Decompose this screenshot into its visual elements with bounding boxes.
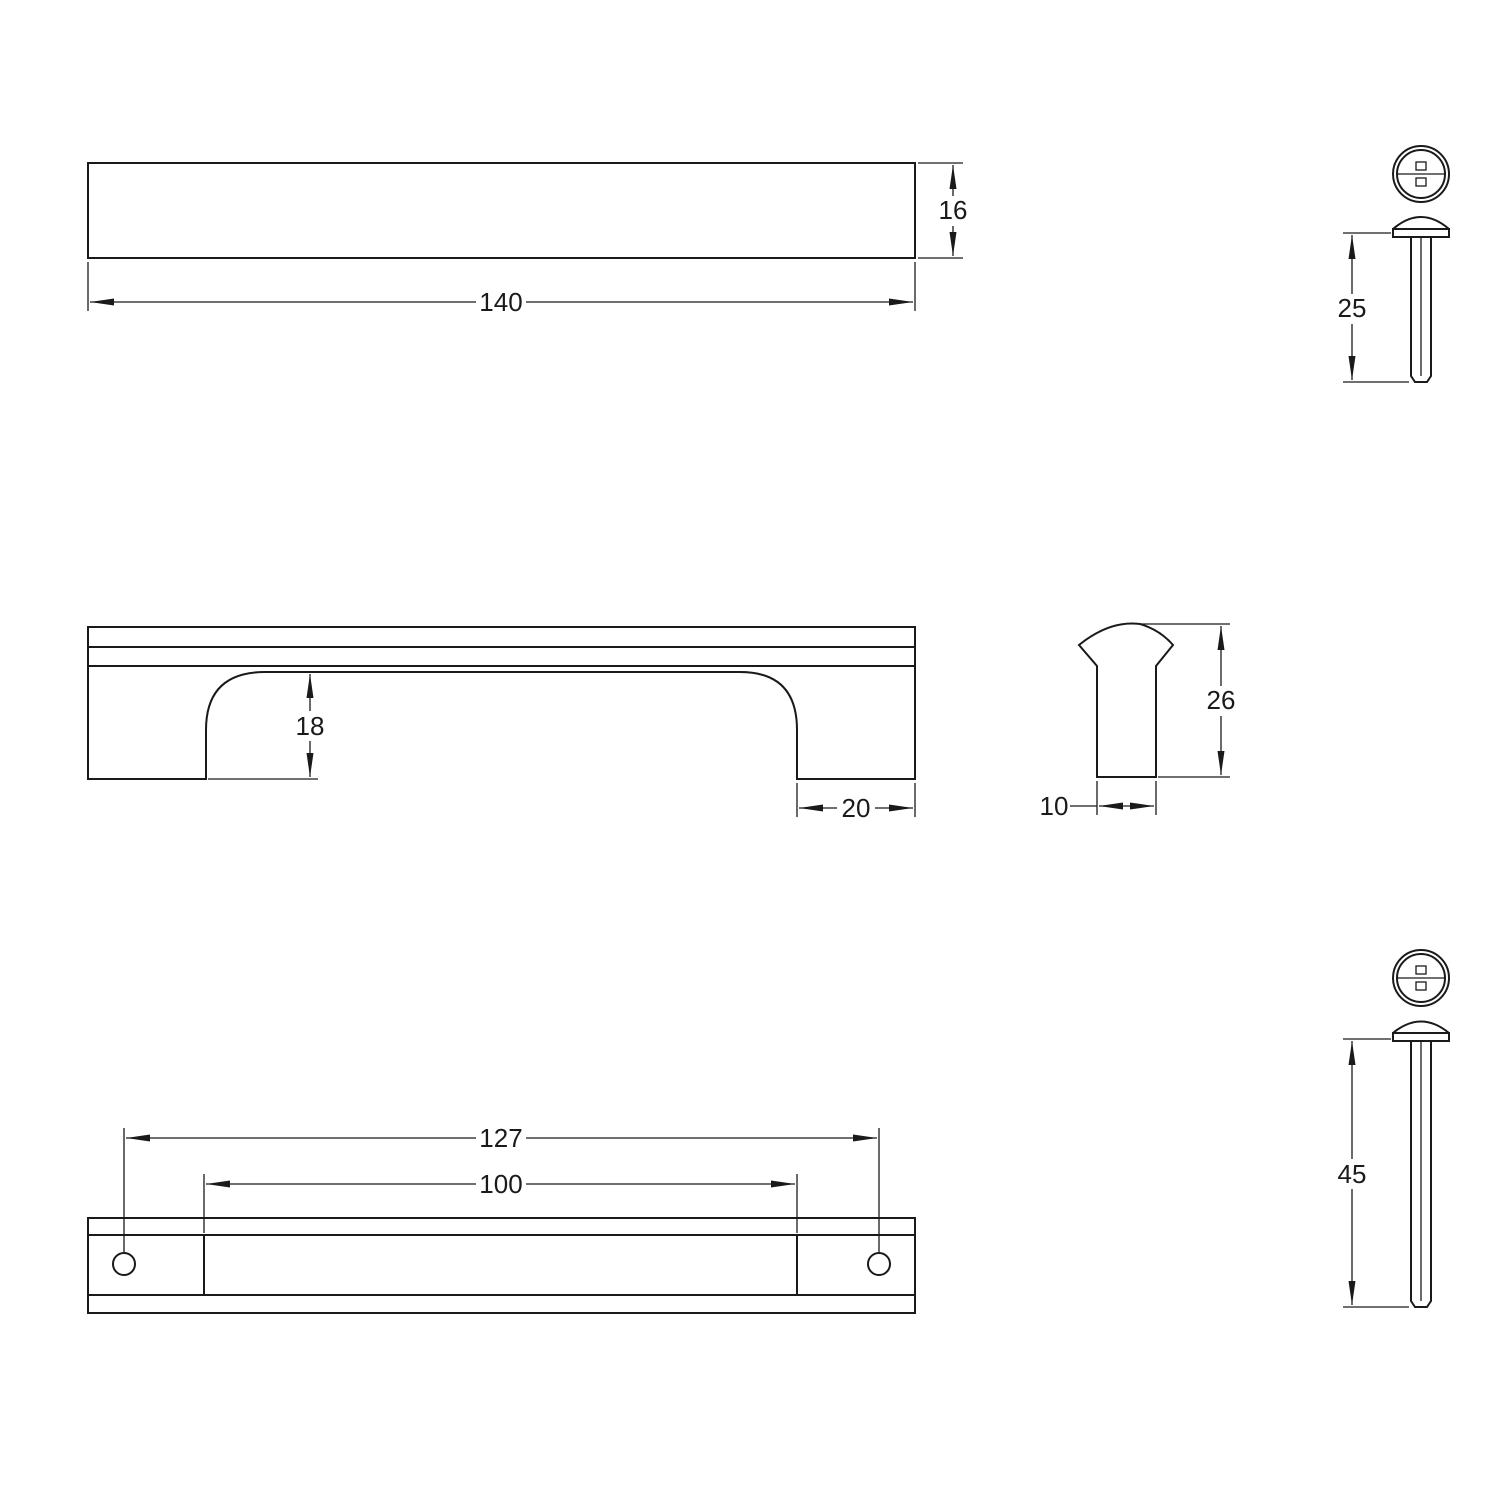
bottom-view-outline — [87, 1217, 916, 1314]
dim-label-26: 26 — [1207, 685, 1236, 715]
screw-head-top-icon — [1392, 145, 1450, 203]
dim-label-140: 140 — [479, 287, 522, 317]
front-view: 18 20 — [87, 626, 916, 824]
screw-short: 25 — [1334, 145, 1450, 383]
screw-shank — [1410, 237, 1432, 383]
side-profile: 26 10 — [1040, 622, 1239, 821]
side-profile-outline — [1077, 622, 1175, 778]
screw-shank — [1410, 1041, 1432, 1308]
dim-label-45: 45 — [1338, 1159, 1367, 1189]
screw-head-top-icon — [1392, 949, 1450, 1007]
dim-label-25: 25 — [1338, 293, 1367, 323]
dim-label-20: 20 — [842, 793, 871, 823]
dim-label-127: 127 — [479, 1123, 522, 1153]
dim-label-10: 10 — [1040, 791, 1069, 821]
screw-long: 45 — [1334, 949, 1450, 1308]
dim-label-100: 100 — [479, 1169, 522, 1199]
mounting-hole-left-icon — [112, 1252, 136, 1276]
top-view: 16 140 — [87, 162, 971, 318]
front-view-outline — [87, 626, 916, 780]
top-view-outline — [87, 162, 916, 259]
mounting-hole-right-icon — [867, 1252, 891, 1276]
bottom-view: 127 100 — [87, 1123, 916, 1314]
dim-label-18: 18 — [296, 711, 325, 741]
screw-head-profile — [1392, 1020, 1450, 1034]
dim-label-16: 16 — [939, 195, 968, 225]
screw-head-profile — [1392, 216, 1450, 230]
